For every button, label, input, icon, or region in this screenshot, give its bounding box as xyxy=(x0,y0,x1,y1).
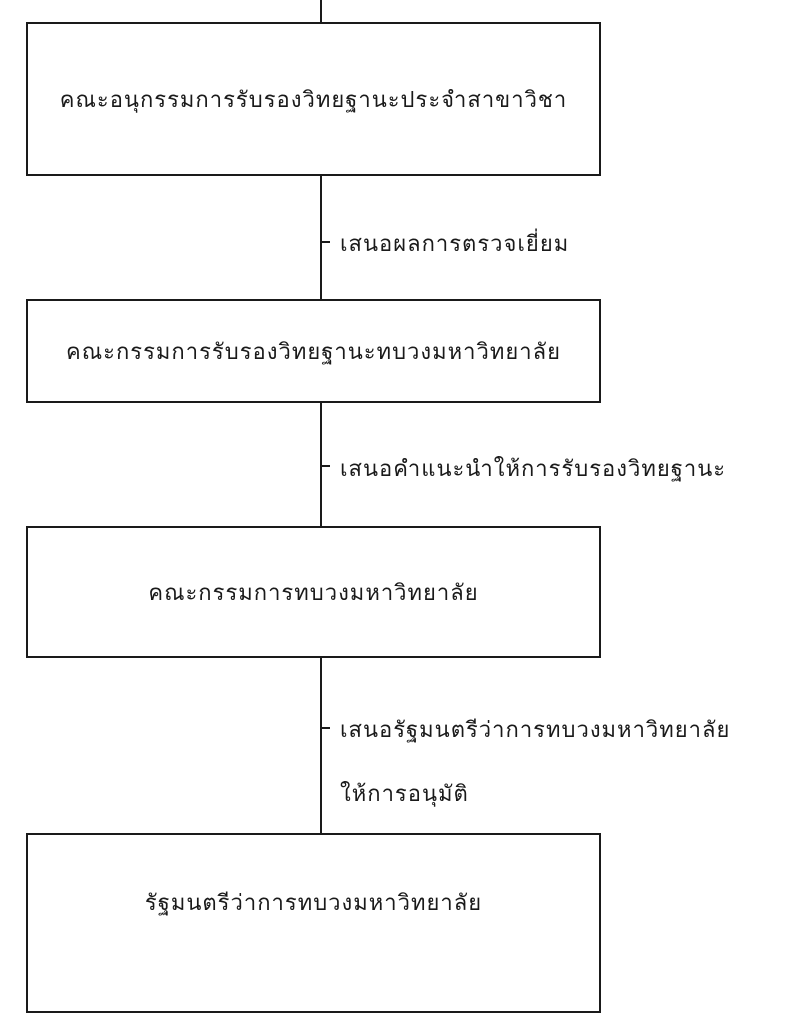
connector-label-3-line2: ให้การอนุมัติ xyxy=(340,782,469,807)
connector-line-1 xyxy=(320,174,322,301)
connector-tick-2 xyxy=(321,465,330,467)
flow-box-label: คณะอนุกรรมการรับรองวิทยฐานะประจำสาขาวิชา xyxy=(59,87,568,113)
flow-box-university-bureau-committee: คณะกรรมการทบวงมหาวิทยาลัย xyxy=(26,526,601,658)
connector-label-2: เสนอคำแนะนำให้การรับรองวิทยฐานะ xyxy=(340,457,727,482)
connector-line-top xyxy=(320,0,322,22)
connector-tick-1 xyxy=(321,241,330,243)
connector-label-1: เสนอผลการตรวจเยี่ยม xyxy=(340,232,570,257)
flow-box-minister: รัฐมนตรีว่าการทบวงมหาวิทยาลัย xyxy=(26,833,601,1013)
flow-box-label: คณะกรรมการรับรองวิทยฐานะทบวงมหาวิทยาลัย xyxy=(66,339,561,365)
flow-box-subcommittee: คณะอนุกรรมการรับรองวิทยฐานะประจำสาขาวิชา xyxy=(26,22,601,176)
flow-box-accreditation-committee: คณะกรรมการรับรองวิทยฐานะทบวงมหาวิทยาลัย xyxy=(26,299,601,403)
flow-box-label: รัฐมนตรีว่าการทบวงมหาวิทยาลัย xyxy=(144,891,483,916)
connector-line-2 xyxy=(320,401,322,528)
connector-tick-3 xyxy=(321,727,330,729)
connector-label-3: เสนอรัฐมนตรีว่าการทบวงมหาวิทยาลัย xyxy=(340,718,731,743)
flow-box-label: คณะกรรมการทบวงมหาวิทยาลัย xyxy=(148,580,479,606)
connector-line-3 xyxy=(320,656,322,835)
